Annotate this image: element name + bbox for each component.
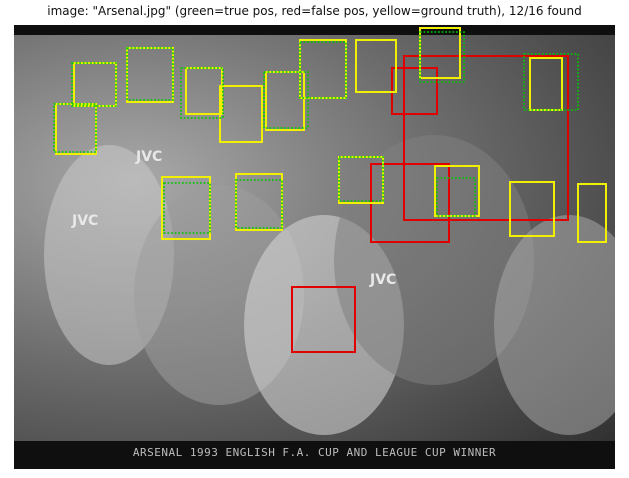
jersey-jvc-top: JVC: [136, 149, 163, 165]
jersey-jvc-center: JVC: [370, 272, 397, 288]
photo-bottom-band: [14, 441, 615, 469]
detection-photo: JVC JVC JVC ARSENAL 1993 ENGLISH F.A. CU…: [14, 25, 615, 469]
photo-caption: ARSENAL 1993 ENGLISH F.A. CUP AND LEAGUE…: [132, 446, 497, 459]
photo-top-edge: [14, 25, 615, 35]
page-title: image: "Arsenal.jpg" (green=true pos, re…: [47, 4, 582, 18]
jersey-jvc-left: JVC: [72, 213, 99, 229]
player-far-right-blob: [494, 215, 615, 435]
